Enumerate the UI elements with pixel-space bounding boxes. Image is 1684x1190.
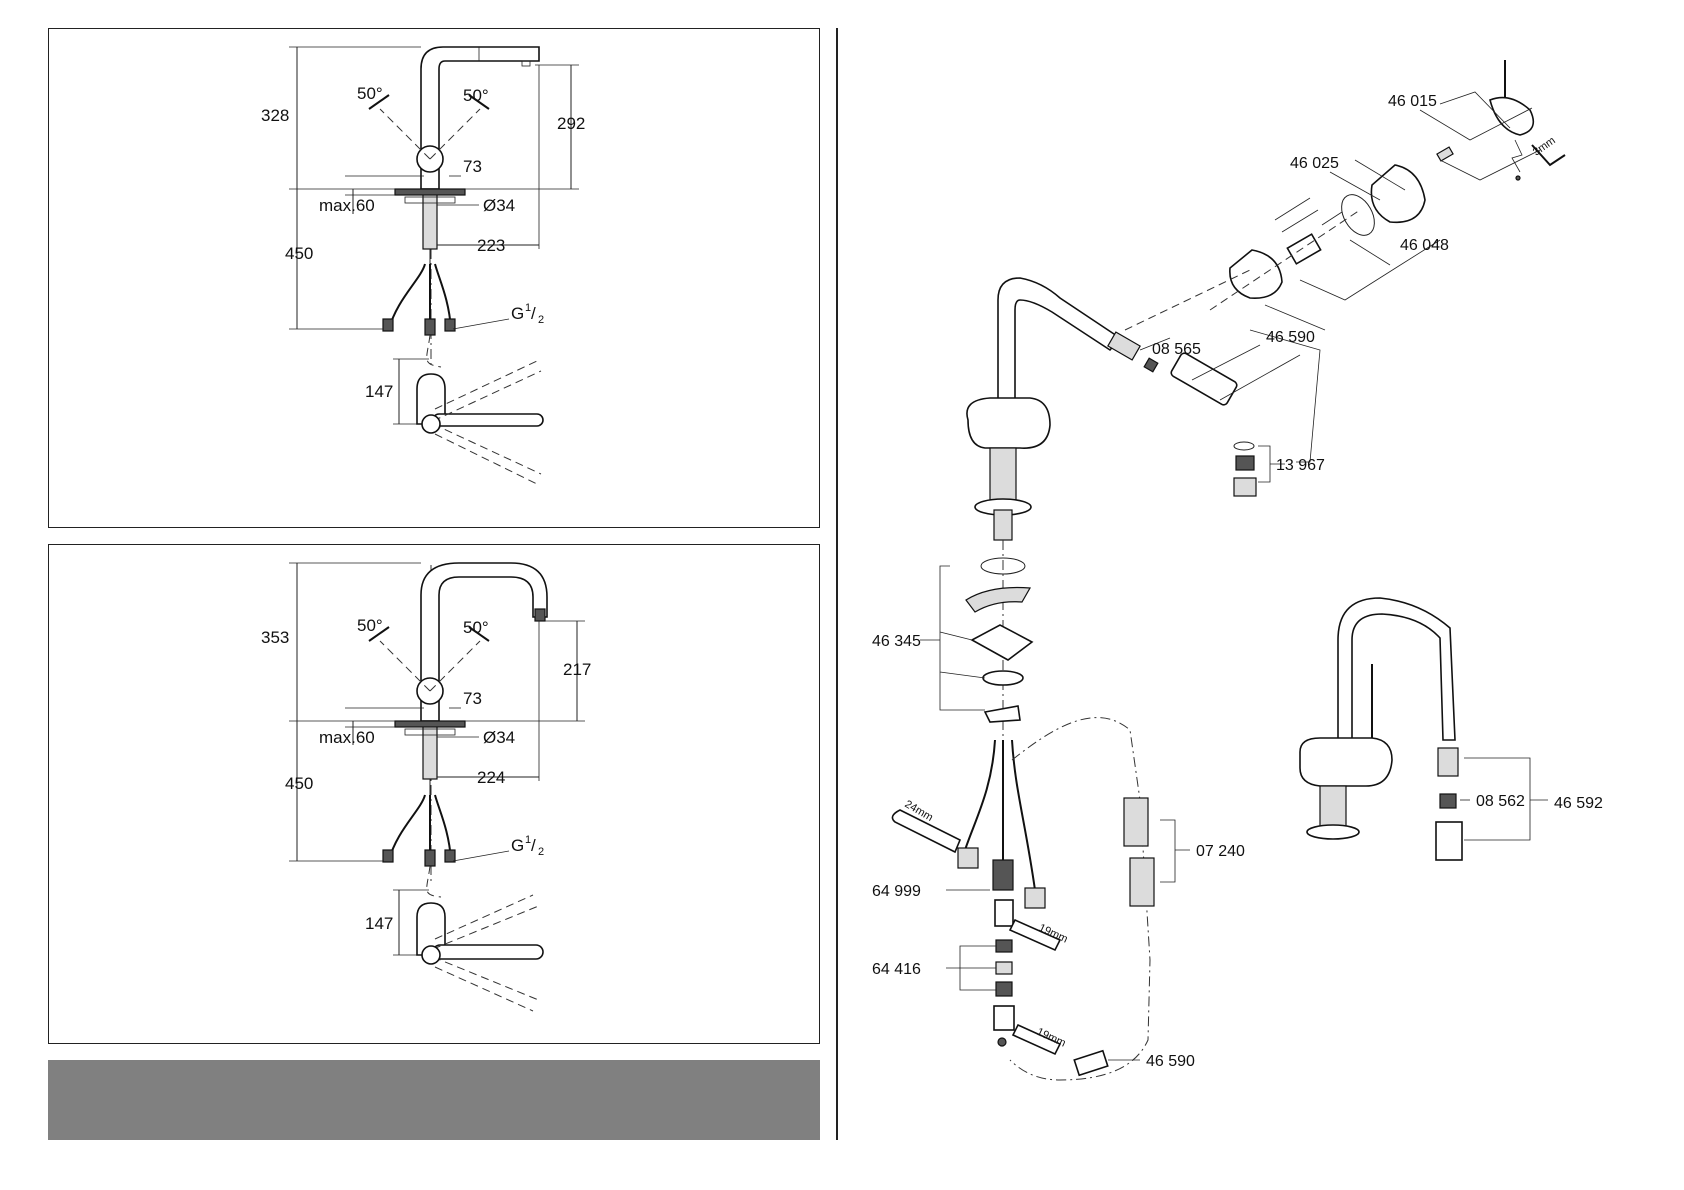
dimension-drawing-u-spout: 353 217 50° 50° 73 max.60 Ø34 450 224 G … [49,545,821,1045]
dim-hole-diameter: Ø34 [483,196,515,215]
svg-text:/: / [531,836,536,855]
dim-thread-den: 2 [538,846,544,858]
part-label-hose-connector: 64 999 [872,883,921,900]
dim-lever-height: 147 [365,382,393,401]
dim-reach: 224 [477,768,505,787]
part-label-spray-head-u: 46 592 [1554,795,1603,812]
dim-spout-height: 292 [557,114,585,133]
part-label-hose-weights: 07 240 [1196,843,1245,860]
grey-band [48,1060,820,1140]
dim-spout-height: 217 [563,660,591,679]
dim-body-offset: 73 [463,689,482,708]
part-label-cartridge-ring: 46 025 [1290,155,1339,172]
part-label-check-valve-top: 08 565 [1152,341,1201,358]
part-label-handle: 46 015 [1388,93,1437,110]
part-label-spray-head-top: 46 590 [1266,329,1315,346]
dim-max-deck: max.60 [319,196,375,215]
dimension-drawing-l-spout: 328 292 50° 50° 73 max.60 Ø34 450 223 G … [49,29,821,529]
svg-text:/: / [531,304,536,323]
part-label-spray-head-bottom: 46 590 [1146,1053,1195,1070]
tool-label-hex-key: 3mm [1531,135,1558,159]
dim-angle-right: 50° [463,86,489,105]
part-label-mounting-kit: 46 345 [872,633,921,650]
dim-hole-diameter: Ø34 [483,728,515,747]
dim-below-deck: 450 [285,244,313,263]
dim-below-deck: 450 [285,774,313,793]
dim-total-height: 328 [261,106,289,125]
dim-reach: 223 [477,236,505,255]
dim-total-height: 353 [261,628,289,647]
dim-angle-right: 50° [463,618,489,637]
dim-angle-left: 50° [357,616,383,635]
part-label-cartridge: 46 048 [1400,237,1449,254]
dimension-panel-u-spout: 353 217 50° 50° 73 max.60 Ø34 450 224 G … [48,544,820,1044]
dim-max-deck: max.60 [319,728,375,747]
dim-thread-den: 2 [538,314,544,326]
page-divider [836,28,838,1140]
part-label-check-valve-u: 08 562 [1476,793,1525,810]
dim-thread: G [511,836,524,855]
part-label-check-valve-set: 64 416 [872,961,921,978]
dim-thread: G [511,304,524,323]
dim-angle-left: 50° [357,84,383,103]
exploded-parts-diagram: 46 015 46 025 46 048 46 590 08 565 13 96… [840,0,1684,1150]
dim-body-offset: 73 [463,157,482,176]
dim-lever-height: 147 [365,914,393,933]
dimension-panel-l-spout: 328 292 50° 50° 73 max.60 Ø34 450 223 G … [48,28,820,528]
part-label-aerator: 13 967 [1276,457,1325,474]
